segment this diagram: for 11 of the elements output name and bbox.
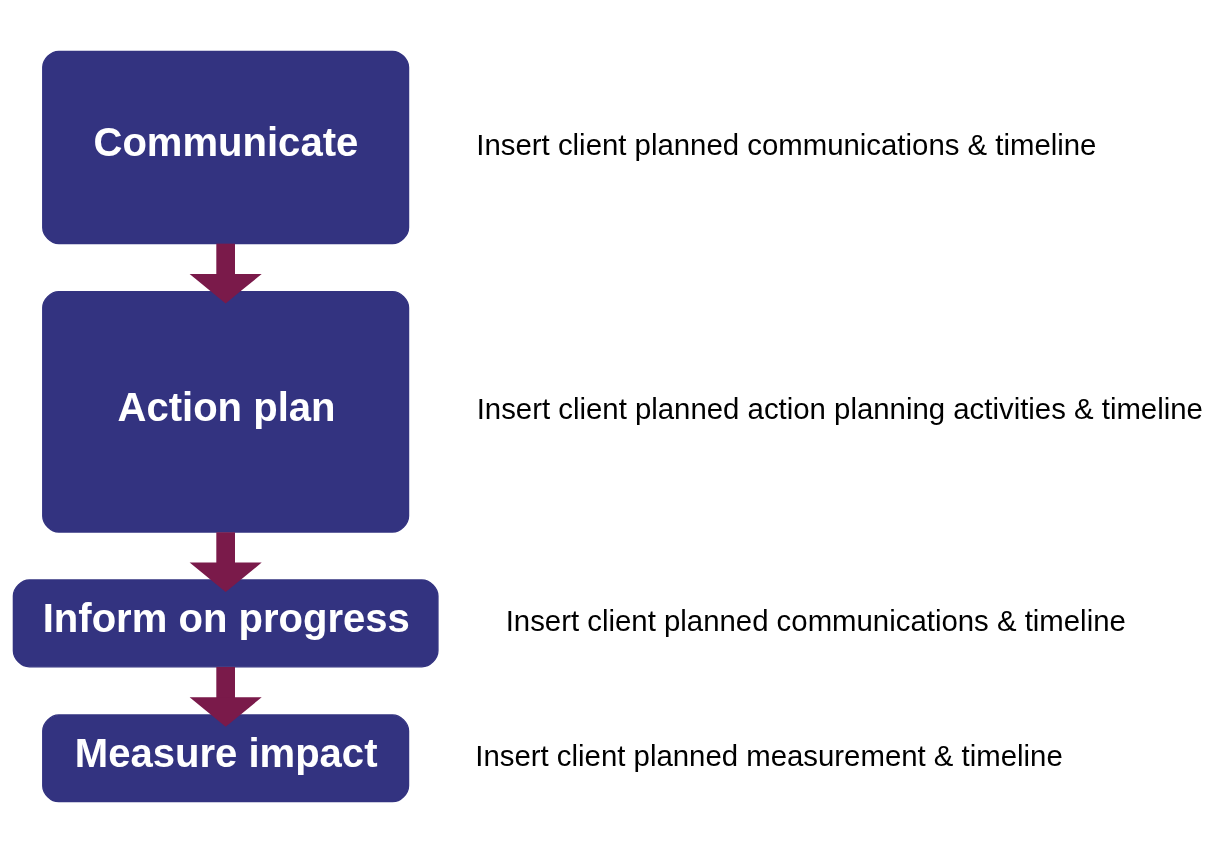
arrow: [189, 531, 262, 592]
node-box: Communicate: [42, 50, 410, 244]
node-label: Insert client planned action planning activities & timeline: [476, 391, 1203, 425]
arrow: [189, 243, 262, 303]
node-box: Action plan: [42, 290, 410, 533]
node-label: Insert client planned measurement & timeline: [475, 738, 1063, 772]
node-label: Insert client planned communications & timeline: [476, 127, 1097, 161]
node-box: Measure impact: [42, 713, 410, 802]
node-box: Inform on progress: [12, 578, 439, 667]
node-label: Insert client planned communications & timeline: [505, 603, 1126, 637]
arrow: [189, 666, 262, 727]
